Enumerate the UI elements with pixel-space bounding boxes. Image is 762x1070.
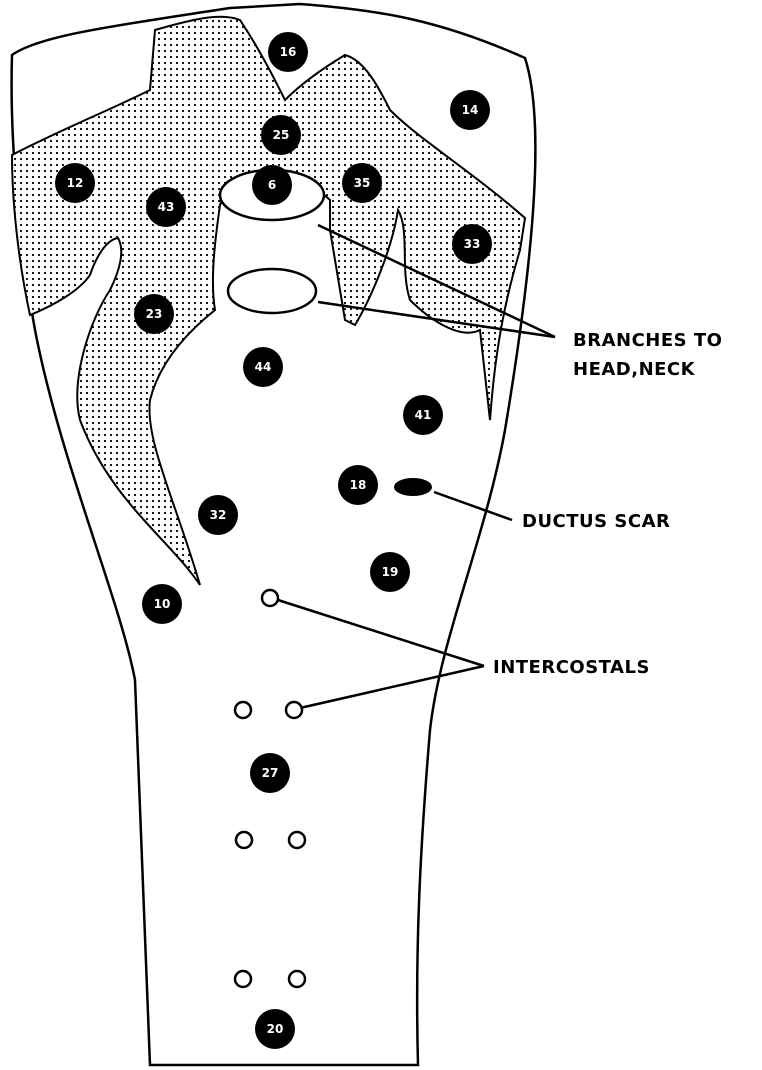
label-ductus-scar: DUCTUS SCAR [522, 511, 670, 532]
sample-marker-number: 33 [464, 237, 481, 251]
sample-marker-number: 20 [267, 1022, 284, 1036]
sample-marker: 6 [252, 165, 292, 205]
sample-marker-number: 16 [280, 45, 297, 59]
sample-marker-number: 44 [255, 360, 272, 374]
sample-marker: 25 [261, 115, 301, 155]
sample-marker: 27 [250, 753, 290, 793]
intercostal-ostium [235, 702, 251, 718]
sample-marker: 12 [55, 163, 95, 203]
sample-marker: 35 [342, 163, 382, 203]
sample-marker: 20 [255, 1009, 295, 1049]
sample-marker: 19 [370, 552, 410, 592]
sample-marker-number: 32 [210, 508, 227, 522]
intercostal-ostium [286, 702, 302, 718]
sample-marker-number: 14 [462, 103, 479, 117]
intercostal-ostium [235, 971, 251, 987]
sample-marker-number: 10 [154, 597, 171, 611]
sample-marker: 18 [338, 465, 378, 505]
intercostal-ostium [289, 832, 305, 848]
sample-marker-number: 35 [354, 176, 371, 190]
intercostal-ostium [236, 832, 252, 848]
sample-marker: 32 [198, 495, 238, 535]
ductus-scar [394, 478, 432, 496]
vessel-ostium-lower [228, 269, 316, 313]
sample-marker: 14 [450, 90, 490, 130]
sample-marker-number: 27 [262, 766, 279, 780]
sample-marker: 44 [243, 347, 283, 387]
label-branches-line1: BRANCHES TO [573, 330, 722, 351]
sample-marker-number: 23 [146, 307, 163, 321]
sample-marker-number: 18 [350, 478, 367, 492]
sample-marker-number: 43 [158, 200, 175, 214]
sample-marker-number: 19 [382, 565, 399, 579]
sample-marker: 10 [142, 584, 182, 624]
sample-marker-number: 41 [415, 408, 432, 422]
sample-marker: 33 [452, 224, 492, 264]
sample-marker: 43 [146, 187, 186, 227]
intercostal-ostium [289, 971, 305, 987]
intercostal-ostium [262, 590, 278, 606]
sample-marker: 16 [268, 32, 308, 72]
label-intercostals: INTERCOSTALS [493, 657, 650, 678]
sample-marker-number: 25 [273, 128, 290, 142]
sample-marker: 23 [134, 294, 174, 334]
sample-marker: 41 [403, 395, 443, 435]
sample-marker-number: 12 [67, 176, 84, 190]
sample-marker-number: 6 [268, 178, 276, 192]
label-branches-line2: HEAD,NECK [573, 359, 696, 380]
